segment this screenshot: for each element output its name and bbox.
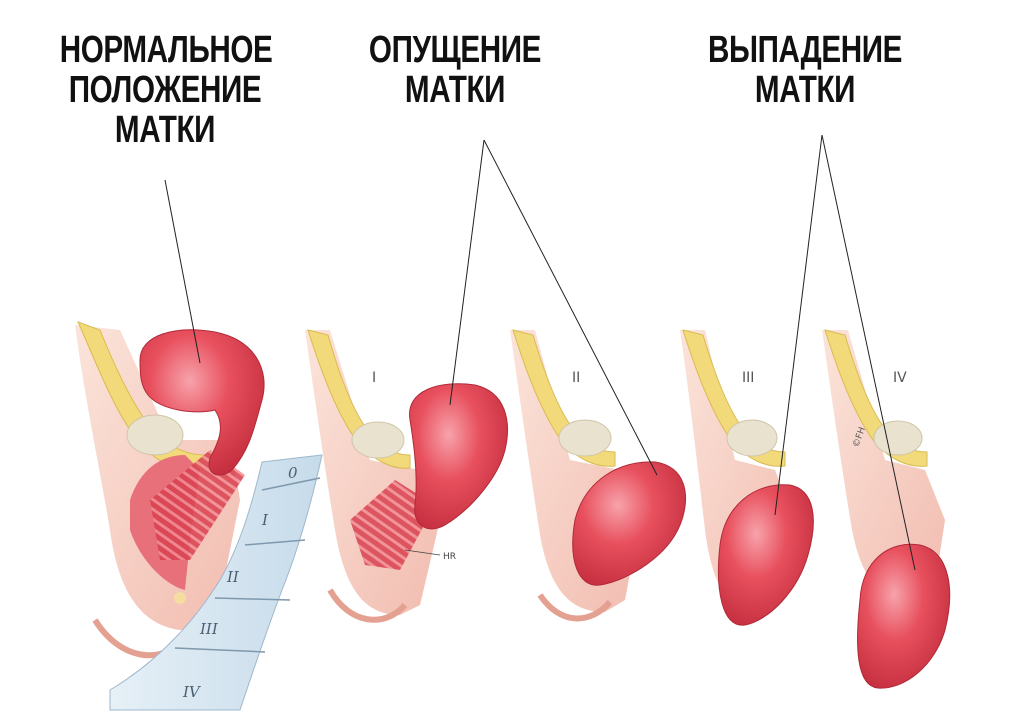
title-descent-line-1: ОПУЩЕНИЕ (368, 29, 542, 71)
leader-lines (164, 134, 916, 571)
bladder (873, 420, 923, 456)
perineum (537, 593, 613, 622)
hr-label: HR (443, 552, 456, 562)
leader-normal (164, 179, 201, 364)
panel-stage-3: III (680, 329, 814, 626)
uterus-normal (139, 329, 265, 476)
fat-layer (512, 329, 616, 467)
stage-label-1: I (372, 370, 376, 386)
leader-prolapse-stage-4 (821, 134, 916, 571)
stage-label-2: II (572, 370, 580, 386)
fat-layer (307, 329, 411, 469)
hr-leader (404, 549, 441, 556)
scale-divider-1 (261, 477, 321, 491)
panel-stage-4: IV ©FH (822, 329, 951, 689)
title-normal-line-3: МАТКИ (114, 109, 216, 151)
fat-layer (682, 329, 786, 467)
title-descent-line-2: МАТКИ (404, 69, 506, 111)
uterus-stage-4 (857, 543, 951, 689)
scale-label-4: IV (182, 683, 202, 701)
scale-label-3: III (199, 620, 219, 638)
title-normal-line-2: ПОЛОЖЕНИЕ (68, 69, 262, 111)
title-normal-position: НОРМАЛЬНОЕ ПОЛОЖЕНИЕ МАТКИ (59, 29, 273, 151)
leader-prolapse-stage-3 (774, 134, 823, 516)
rugae (350, 480, 435, 570)
scale-label-1: I (261, 511, 269, 529)
title-uterine-descent: ОПУЩЕНИЕ МАТКИ (361, 30, 548, 110)
leader-descent-stage-2 (483, 139, 658, 476)
scale-divider-3 (214, 597, 291, 601)
scale-divider-2 (244, 539, 306, 546)
stage-label-4: IV (893, 370, 907, 386)
perineum (327, 588, 408, 623)
panel-normal (75, 321, 265, 659)
prolapse-scale: 0 I II III IV (109, 454, 323, 711)
title-prolapse-line-2: МАТКИ (754, 69, 856, 111)
title-prolapse-line-1: ВЫПАДЕНИЕ (707, 29, 903, 71)
bladder (351, 421, 405, 459)
panel-stage-1: HR I (305, 329, 508, 623)
leader-descent-stage-1 (449, 139, 485, 406)
stage-label-3: III (742, 370, 754, 386)
cervix-marker (174, 592, 186, 604)
uterus-stage-2 (572, 461, 687, 586)
scale-label-0: 0 (288, 464, 298, 482)
bladder (726, 419, 778, 457)
title-uterine-prolapse: ВЫПАДЕНИЕ МАТКИ (708, 30, 903, 110)
uterus-stage-1 (409, 383, 508, 530)
panel-stage-2: II (510, 329, 687, 622)
bladder (558, 419, 612, 457)
bladder (126, 414, 184, 456)
scale-body (109, 454, 323, 711)
scale-divider-4 (174, 647, 266, 653)
fat-layer (824, 329, 928, 467)
rugae (150, 450, 245, 560)
title-normal-line-1: НОРМАЛЬНОЕ (59, 29, 273, 71)
scale-label-2: II (226, 568, 240, 586)
uterus-stage-3 (717, 484, 814, 626)
